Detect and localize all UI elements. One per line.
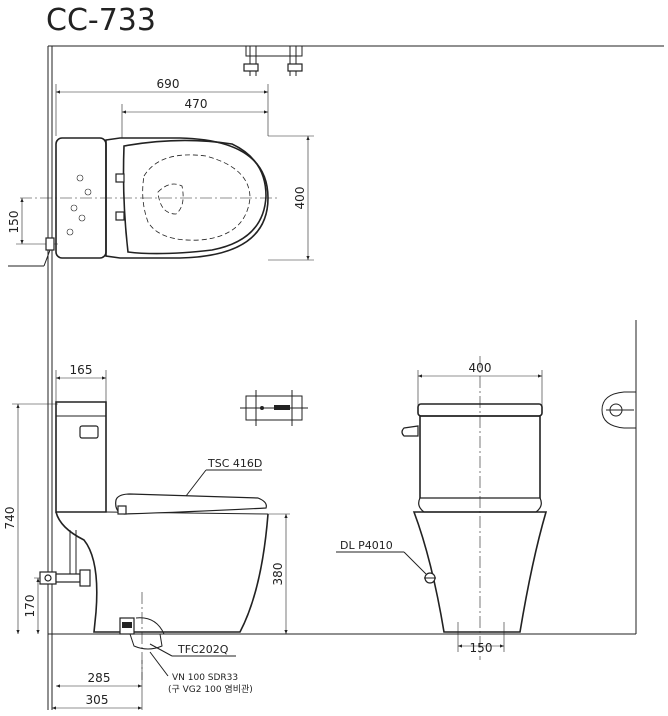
model-title: CC-733 [46, 3, 156, 38]
angle-valve-icon [424, 572, 436, 584]
dim-seat-height: 380 [271, 563, 285, 586]
dim-depth: 400 [293, 187, 307, 210]
dim-tank-depth: 165 [70, 363, 93, 377]
label-valve: DL P4010 [340, 539, 393, 552]
front-view: 400 DL P4010 150 [336, 356, 636, 660]
top-view: 690 470 400 150 [7, 45, 314, 267]
supply-valve-icon [8, 237, 55, 267]
label-pipe: VN 100 SDR33 [172, 673, 238, 683]
dim-supply-height: 170 [23, 595, 37, 618]
wall-outlet-icon [601, 391, 636, 429]
label-pipe-note: (구 VG2 100 염비관) [168, 684, 253, 695]
side-view: 165 740 170 TSC 416D 380 [3, 363, 290, 710]
dim-front-base: 150 [470, 641, 493, 655]
dim-supply-offset: 150 [7, 211, 21, 234]
label-seat: TSC 416D [207, 457, 262, 470]
supply-valve-icon [39, 530, 91, 587]
wall-bracket-icon [243, 45, 303, 76]
dim-outlet-305: 305 [86, 693, 109, 707]
dim-outlet-285: 285 [88, 671, 111, 685]
dim-total-height: 740 [3, 507, 17, 530]
floor-flange-icon [119, 592, 165, 680]
wall-mount-bracket-icon [240, 390, 308, 426]
dim-seat-width: 470 [185, 97, 208, 111]
dim-total-width: 690 [157, 77, 180, 91]
wall-outline [47, 45, 664, 710]
label-flange: TFC202Q [177, 643, 229, 656]
